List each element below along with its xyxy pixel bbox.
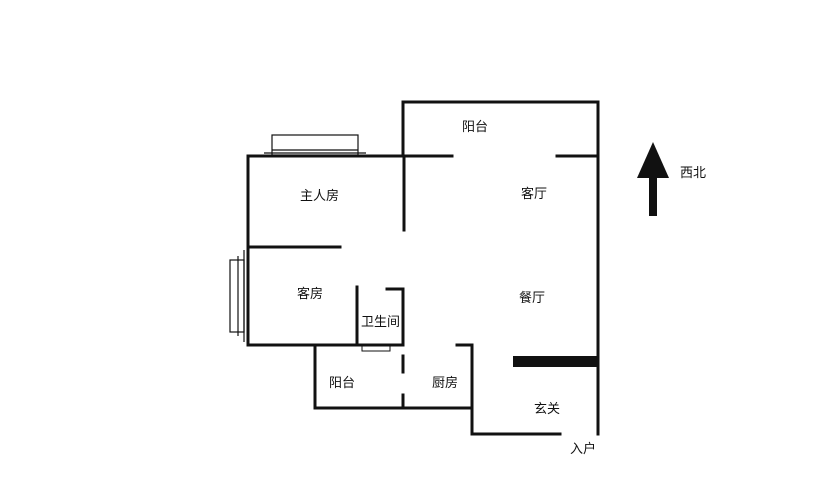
room-label-balcony-top: 阳台 [462, 120, 489, 135]
room-label-dining-room: 餐厅 [519, 291, 546, 306]
room-label-master-bedroom: 主人房 [300, 189, 340, 204]
entry-label: 入户 [570, 442, 597, 457]
room-label-entrance-hall: 玄关 [534, 402, 561, 417]
window-master [264, 134, 366, 156]
room-label-bathroom: 卫生间 [361, 315, 401, 330]
window-bath [361, 345, 391, 352]
window-guest [229, 250, 245, 342]
wall-top-balcony [401, 100, 600, 368]
dining-counter [513, 356, 598, 367]
room-label-balcony-bottom: 阳台 [329, 376, 356, 391]
room-label-living-room: 客厅 [521, 187, 548, 202]
wall-bath-top [385, 287, 405, 347]
room-label-guest-room: 客房 [297, 287, 324, 302]
compass-label: 西北 [680, 166, 707, 181]
room-label-kitchen: 厨房 [432, 376, 459, 391]
arrow-up-icon [637, 142, 669, 216]
